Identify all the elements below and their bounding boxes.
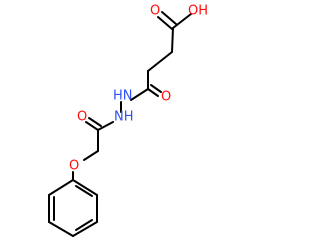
- molecule-diagram: OH O O HN NH O O: [48, 4, 208, 237]
- atom-o-ether: O: [69, 159, 79, 174]
- ring-double-1: [75, 185, 93, 197]
- atom-o-acid: O: [150, 4, 160, 19]
- bond-nh-co: [97, 121, 114, 131]
- bond-co-o2-double-b: [88, 117, 102, 127]
- ring-bond-1: [72, 179, 98, 196]
- atom-o-carbonyl-lower: O: [77, 110, 87, 125]
- structure-svg: OH O O HN NH O O: [48, 4, 208, 237]
- bond-ch2-ch2: [147, 51, 173, 72]
- ring-bond-6: [48, 179, 74, 196]
- bond-cooh-c-o-double-b: [161, 11, 177, 25]
- atom-oh: OH: [188, 4, 208, 19]
- atom-o-carbonyl-upper: O: [161, 90, 171, 105]
- ring-double-2: [75, 219, 93, 231]
- bond-co-o2-double-a: [85, 121, 99, 131]
- bond-co-o-double-b: [150, 84, 162, 93]
- ring-bond-4: [48, 221, 74, 237]
- atom-nh-lower: NH: [114, 110, 134, 125]
- bond-ch2-o: [83, 150, 99, 161]
- atom-hn-upper: HN: [113, 89, 133, 104]
- bond-layer: [48, 11, 192, 237]
- ring-bond-3: [72, 221, 98, 237]
- atom-label-layer: OH O O HN NH O O: [69, 4, 208, 174]
- bond-cooh-c-o-double-a: [157, 16, 173, 30]
- bond-co-nh: [130, 88, 149, 101]
- bond-co-o-double-a: [147, 88, 159, 97]
- bond-cooh-c-oh: [172, 13, 192, 29]
- bond-cooh-c-ch2: [171, 27, 174, 53]
